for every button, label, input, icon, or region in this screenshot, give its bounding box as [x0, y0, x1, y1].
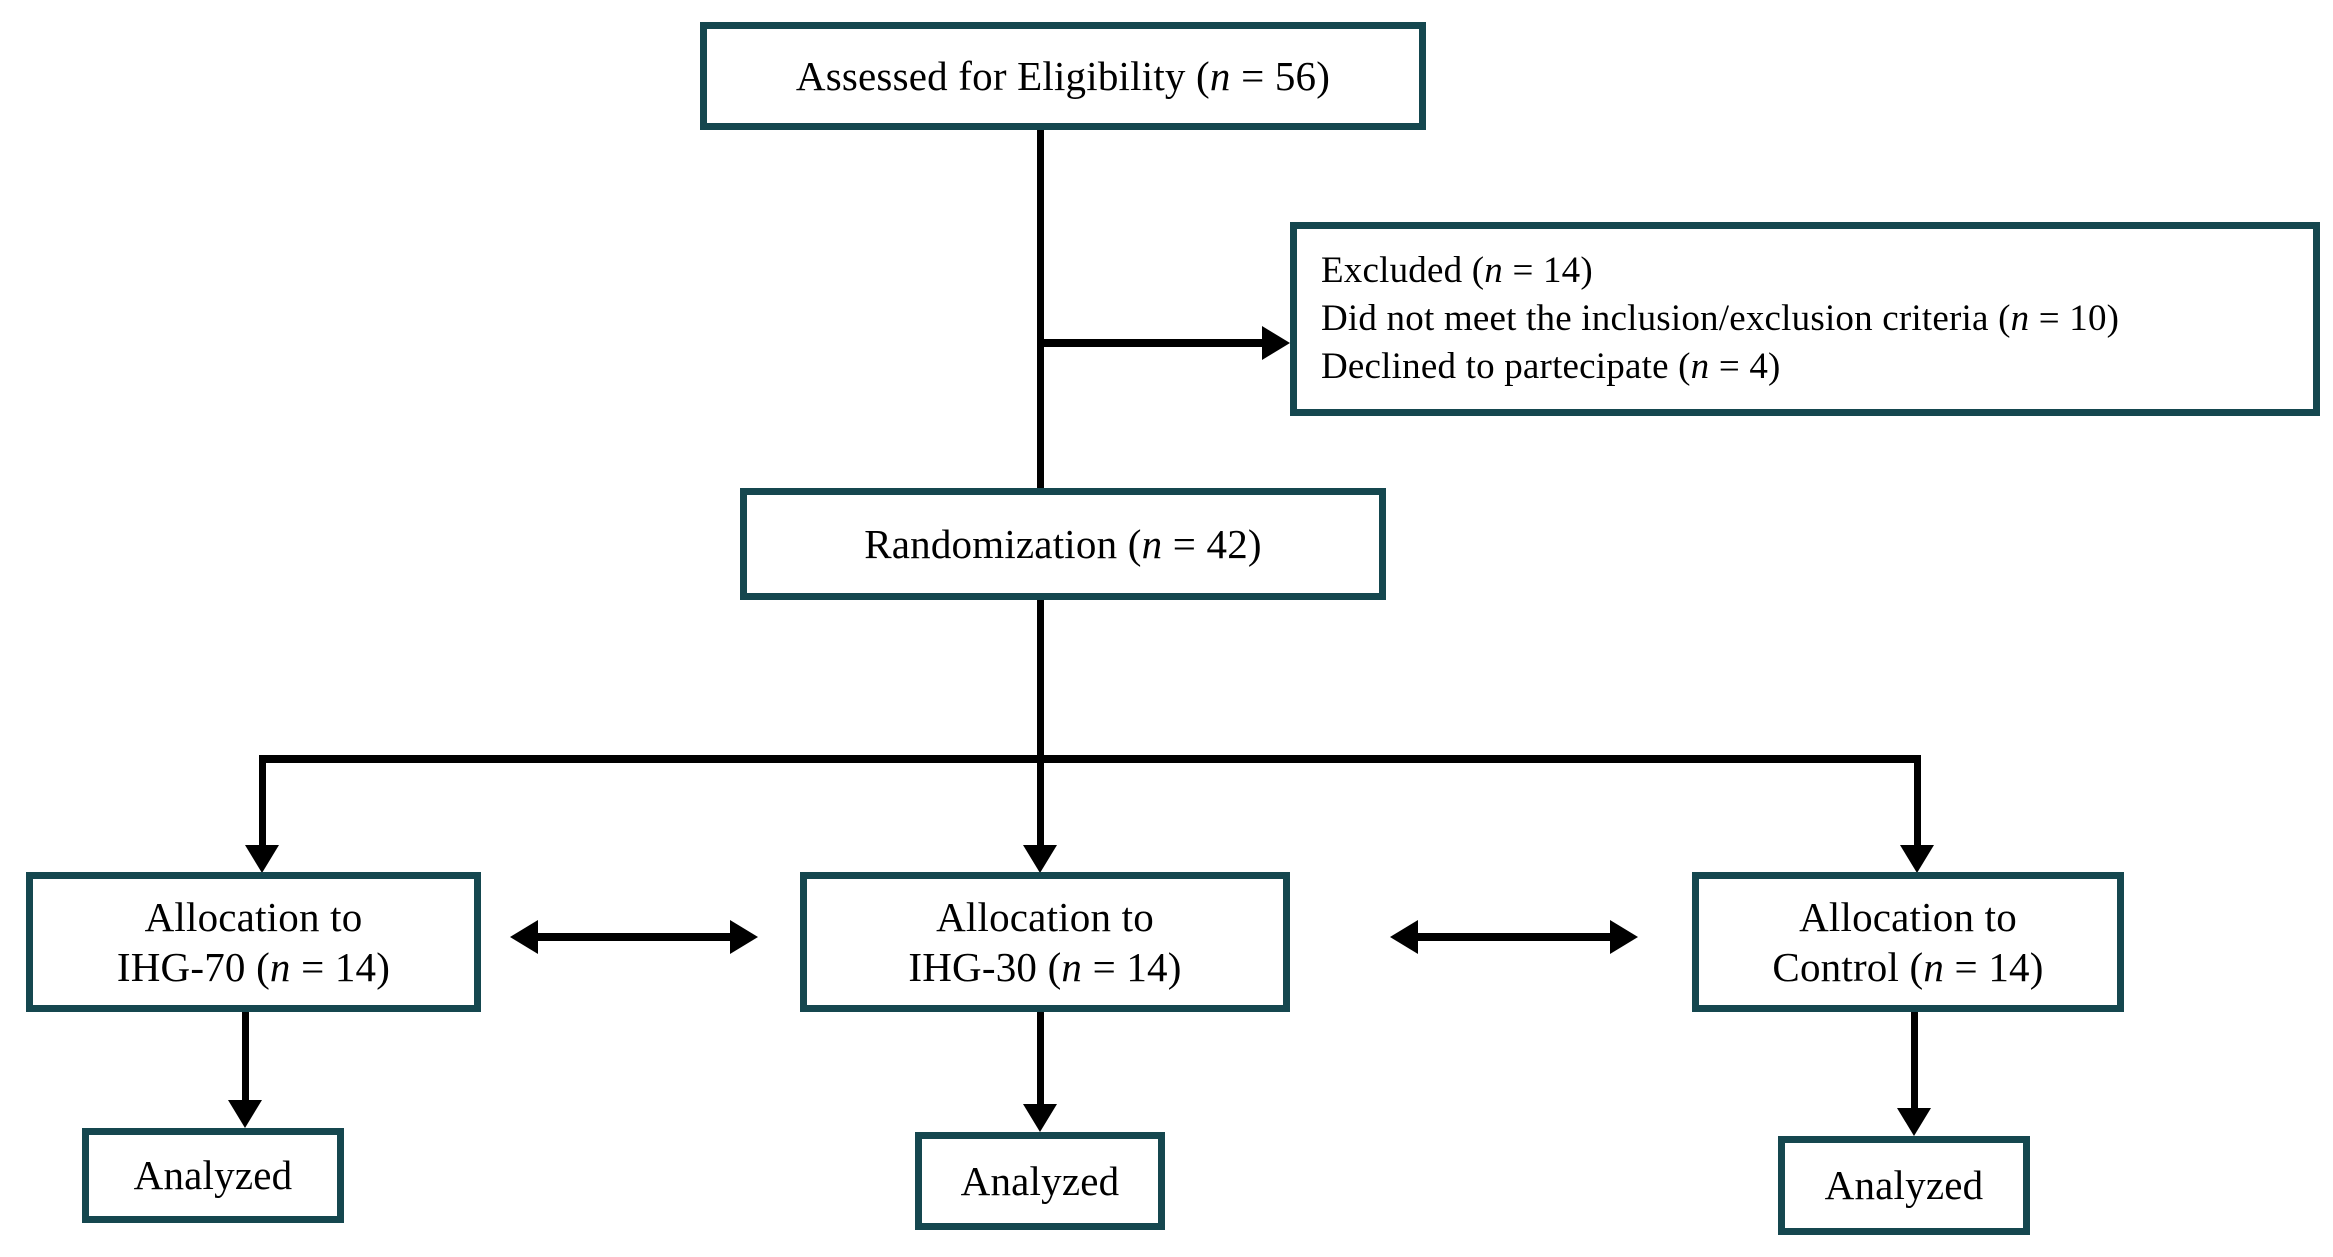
node-excluded-line-3: Declined to partecipate (n = 4)	[1321, 346, 1781, 388]
connector-randomization-to-split	[1037, 600, 1044, 762]
arrowhead-to-ihg30	[1023, 845, 1057, 873]
arrowhead-ihg70-ihg30-right	[730, 920, 758, 954]
node-analyzed-ihg-30-label: Analyzed	[960, 1157, 1120, 1204]
node-excluded-line-2: Did not meet the inclusion/exclusion cri…	[1321, 297, 2120, 339]
node-randomization: Randomization (n = 42)	[740, 488, 1386, 600]
connector-split-bar	[259, 755, 1921, 763]
node-analyzed-ihg-30: Analyzed	[915, 1132, 1165, 1230]
connector-assessed-to-excluded	[1040, 339, 1262, 347]
node-allocation-ihg-70-line-1: Allocation to	[144, 893, 363, 940]
arrowhead-ihg30-control-left	[1390, 920, 1418, 954]
node-allocation-ihg-30: Allocation to IHG-30 (n = 14)	[800, 872, 1290, 1012]
node-analyzed-ihg-70-label: Analyzed	[133, 1152, 293, 1199]
arrowhead-to-ihg70	[245, 845, 279, 873]
node-allocation-ihg-70-line-2: IHG-70 (n = 14)	[116, 944, 391, 990]
arrowhead-analyzed-ihg70	[228, 1100, 262, 1128]
connector-ihg70-to-analyzed	[242, 1012, 249, 1104]
connector-ihg30-control	[1418, 933, 1610, 941]
arrowhead-analyzed-ihg30	[1023, 1104, 1057, 1132]
arrowhead-ihg30-control-right	[1610, 920, 1638, 954]
connector-assessed-to-randomization	[1037, 130, 1044, 490]
connector-ihg70-ihg30	[538, 933, 730, 941]
connector-split-to-ihg30	[1037, 755, 1044, 847]
node-excluded-line-1: Excluded (n = 14)	[1321, 249, 1593, 291]
node-allocation-ihg-30-line-2: IHG-30 (n = 14)	[908, 944, 1182, 990]
node-allocation-control-line-2: Control (n = 14)	[1772, 944, 2044, 990]
node-analyzed-control-label: Analyzed	[1824, 1162, 1984, 1209]
node-allocation-control: Allocation to Control (n = 14)	[1692, 872, 2124, 1012]
node-assessed-label: Assessed for Eligibility (n = 56)	[795, 52, 1331, 99]
connector-split-to-ihg70	[259, 755, 266, 847]
node-analyzed-ihg-70: Analyzed	[82, 1128, 344, 1223]
node-excluded: Excluded (n = 14) Did not meet the inclu…	[1290, 222, 2320, 416]
node-assessed-for-eligibility: Assessed for Eligibility (n = 56)	[700, 22, 1426, 130]
arrowhead-to-control	[1900, 845, 1934, 873]
node-analyzed-control: Analyzed	[1778, 1136, 2030, 1235]
node-allocation-control-line-1: Allocation to	[1799, 893, 2017, 940]
arrowhead-ihg70-ihg30-left	[510, 920, 538, 954]
node-randomization-label: Randomization (n = 42)	[864, 520, 1262, 567]
connector-split-to-control	[1914, 755, 1921, 847]
arrowhead-to-excluded	[1262, 326, 1290, 360]
connector-ihg30-to-analyzed	[1037, 1012, 1044, 1108]
node-allocation-ihg-70: Allocation to IHG-70 (n = 14)	[26, 872, 481, 1012]
node-allocation-ihg-30-line-1: Allocation to	[936, 893, 1154, 940]
arrowhead-analyzed-control	[1897, 1108, 1931, 1136]
connector-control-to-analyzed	[1911, 1012, 1918, 1112]
